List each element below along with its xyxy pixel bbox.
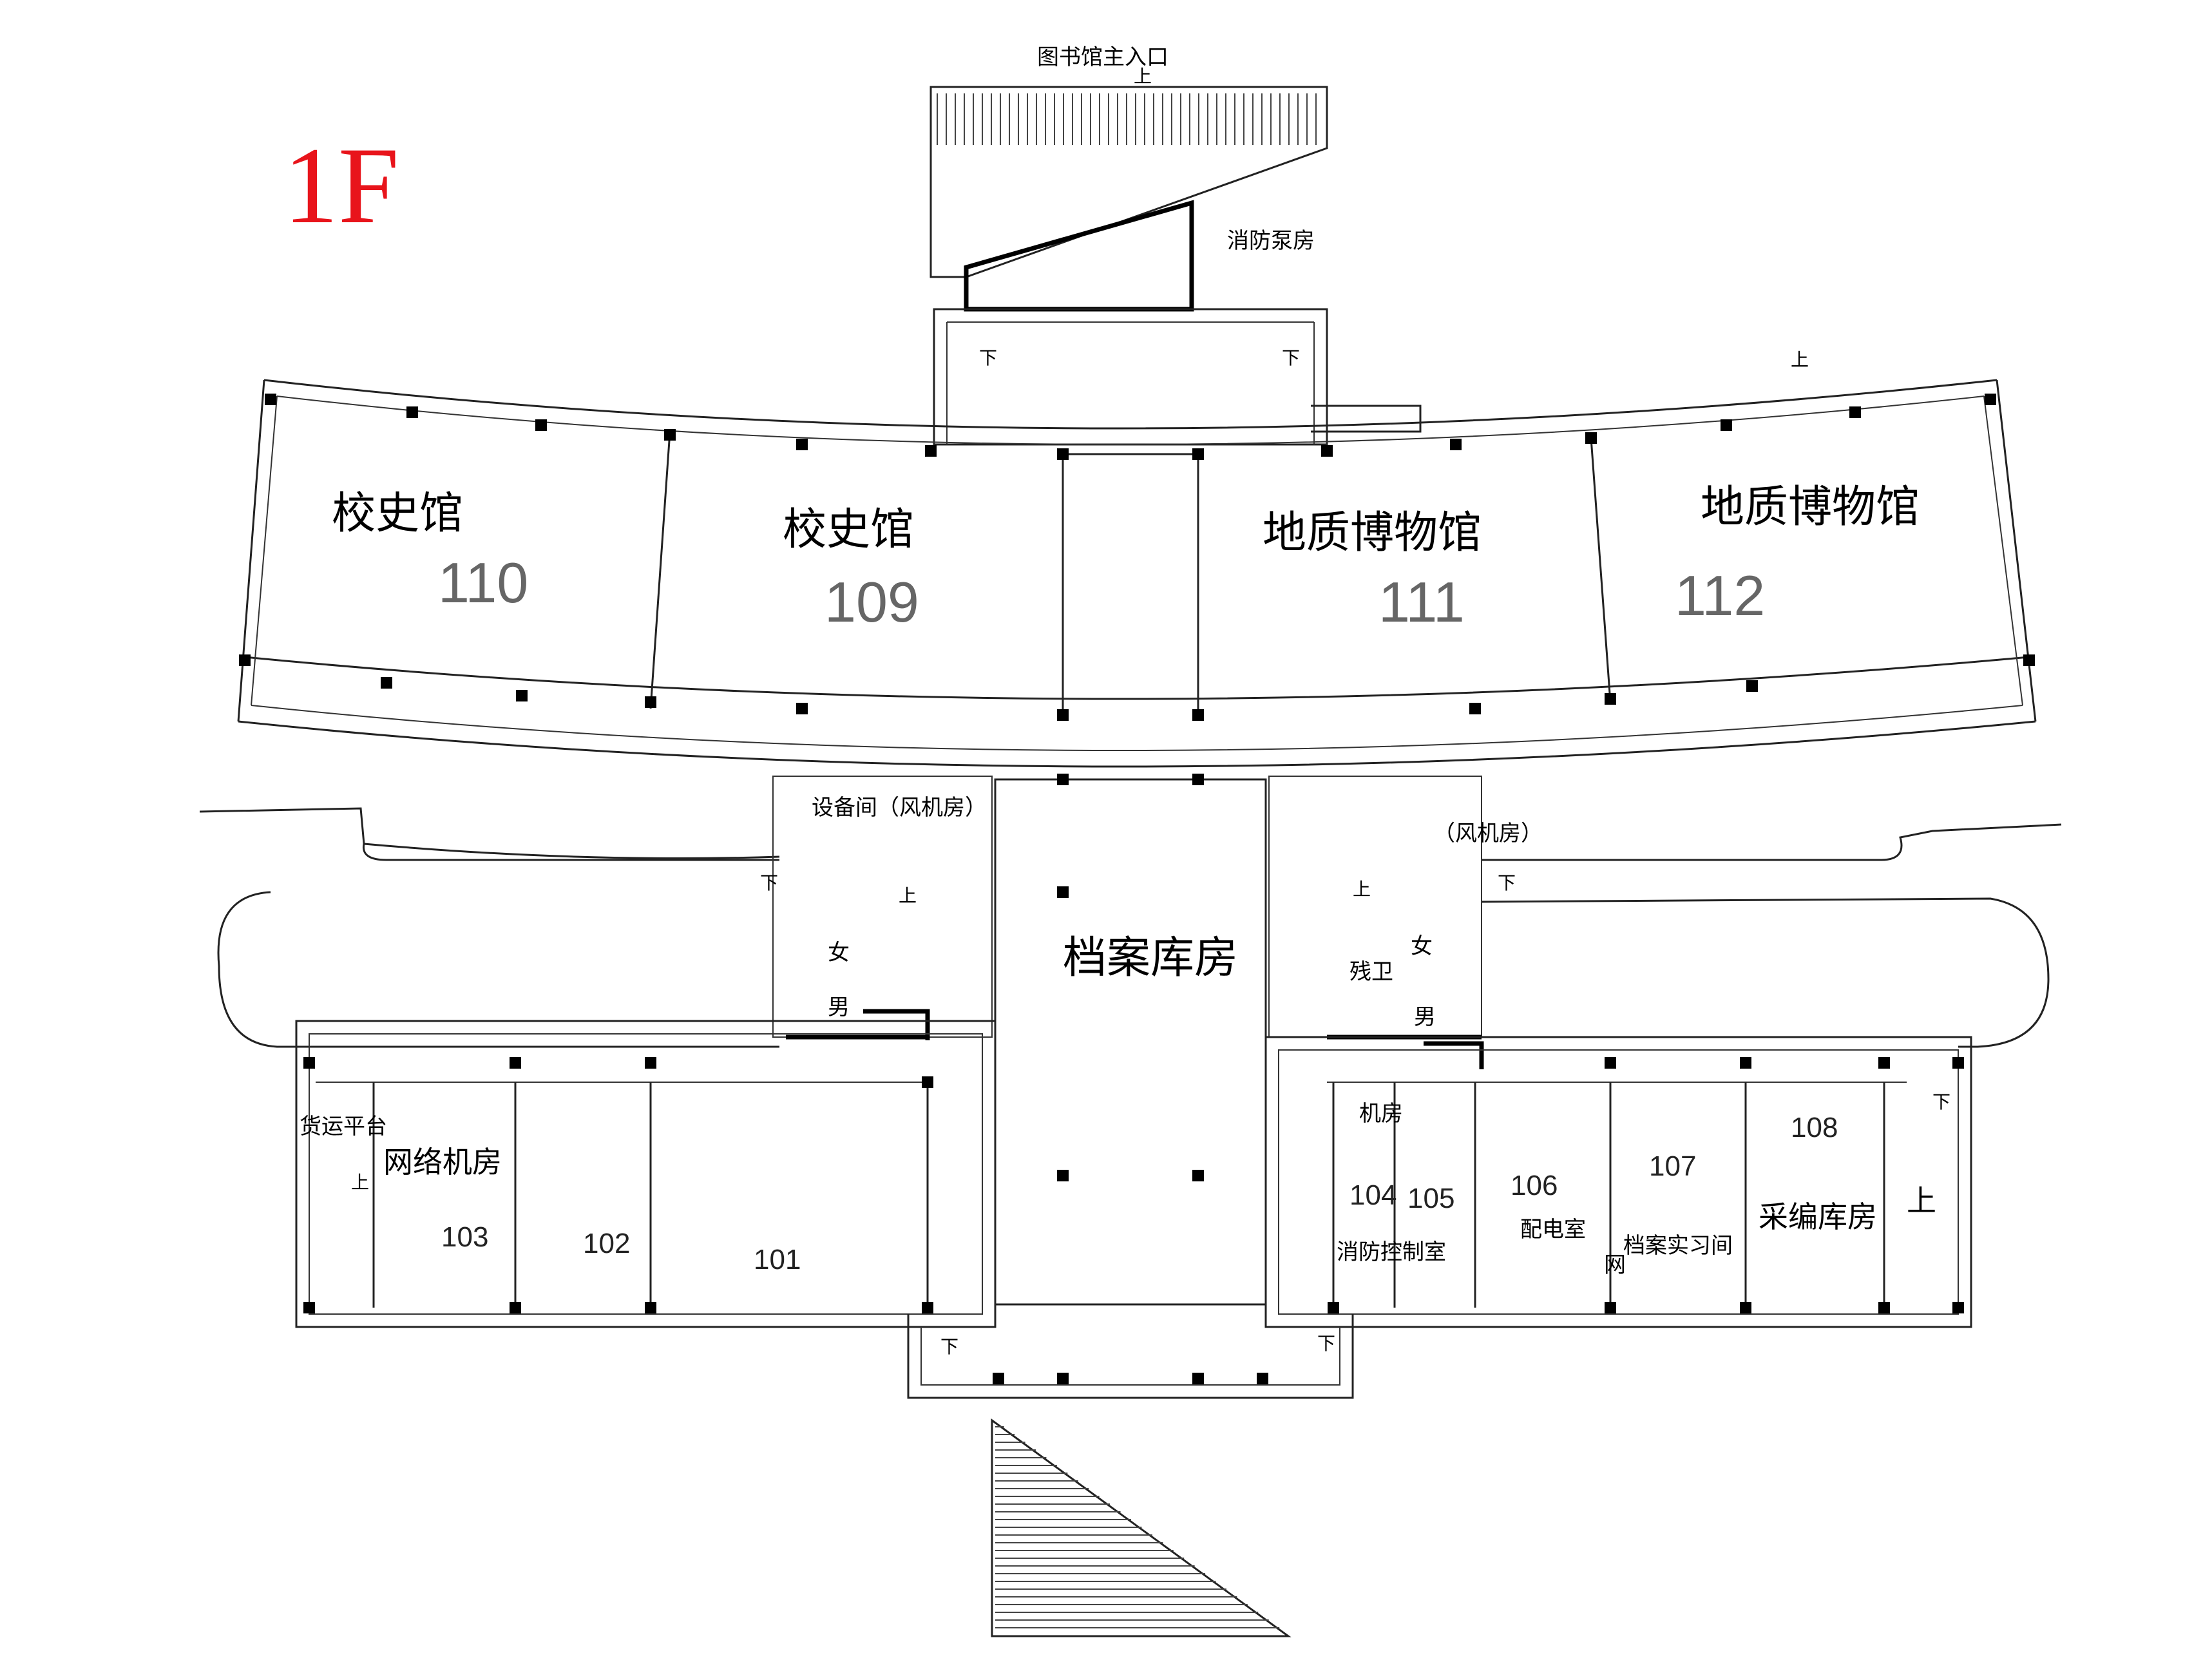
- floor-label: 1F: [283, 125, 399, 246]
- wc-men-west: 男: [828, 995, 850, 1020]
- room-archive-practice: 档案实习间: [1623, 1233, 1733, 1259]
- room-number-108: 108: [1791, 1112, 1838, 1143]
- stair-up-mark-ne: 上: [1791, 349, 1809, 370]
- room-power: 配电室: [1520, 1217, 1586, 1243]
- room-fan-east: （风机房）: [1433, 821, 1543, 846]
- room-number-111: 111: [1378, 570, 1465, 634]
- room-machine: 机房: [1359, 1101, 1403, 1127]
- north-curved-wing: [237, 379, 2037, 768]
- room-number-107: 107: [1649, 1150, 1696, 1182]
- stair-down-mark-e: 下: [1498, 872, 1516, 893]
- outer-walkways: [199, 807, 2062, 1048]
- room-number-110: 110: [438, 551, 528, 615]
- room-number-104: 104: [1349, 1179, 1397, 1211]
- stair-down-mark-w: 下: [760, 872, 778, 893]
- mesh-mark: 网: [1604, 1252, 1626, 1278]
- north-entrance-stairs: [930, 86, 1422, 446]
- room-acquisition: 采编库房: [1759, 1199, 1877, 1234]
- stair-up-mark-w: 上: [899, 885, 917, 906]
- stair-down-mark-nw: 下: [979, 347, 997, 368]
- south-wing: [295, 1020, 1972, 1399]
- room-archives-storage: 档案库房: [1063, 933, 1238, 984]
- stair-down-mark-s-w: 下: [940, 1336, 958, 1357]
- room-equipment: 设备间（风机房）: [812, 795, 987, 821]
- stair-down-mark-se: 下: [1932, 1091, 1950, 1112]
- room-fire-pump: 消防泵房: [1227, 228, 1315, 254]
- room-number-103: 103: [441, 1221, 488, 1253]
- central-block: [772, 776, 1484, 1306]
- room-freight-platform: 货运平台: [300, 1114, 387, 1140]
- stair-down-mark-s-e: 下: [1317, 1333, 1335, 1354]
- south-entrance-stairs: [991, 1418, 1292, 1637]
- room-number-109: 109: [825, 570, 919, 634]
- room-school-history-109: 校史馆: [783, 504, 914, 555]
- wc-men-east: 男: [1414, 1004, 1436, 1030]
- room-number-102: 102: [583, 1228, 630, 1259]
- structural-columns: [239, 394, 2035, 1384]
- stair-up-mark-se: 上: [1907, 1183, 1936, 1218]
- wc-disabled: 残卫: [1349, 959, 1393, 985]
- wc-women-east: 女: [1411, 933, 1433, 959]
- entrance-label: 图书馆主入口: [1037, 44, 1168, 70]
- room-geology-111: 地质博物馆: [1263, 508, 1482, 558]
- wc-women-west: 女: [828, 940, 850, 966]
- room-geology-112: 地质博物馆: [1701, 482, 1920, 533]
- room-number-112: 112: [1675, 564, 1765, 627]
- room-network: 网络机房: [383, 1145, 502, 1179]
- room-number-106: 106: [1511, 1170, 1558, 1201]
- stair-up-mark-north: 上: [1134, 66, 1152, 87]
- room-school-history-110: 校史馆: [332, 488, 463, 539]
- stair-up-mark-sw: 上: [351, 1172, 369, 1193]
- stair-up-mark-e: 上: [1353, 879, 1371, 900]
- stair-down-mark-ne: 下: [1282, 347, 1300, 368]
- room-number-101: 101: [754, 1244, 801, 1275]
- room-number-105: 105: [1407, 1183, 1454, 1214]
- room-fire-control: 消防控制室: [1337, 1239, 1446, 1265]
